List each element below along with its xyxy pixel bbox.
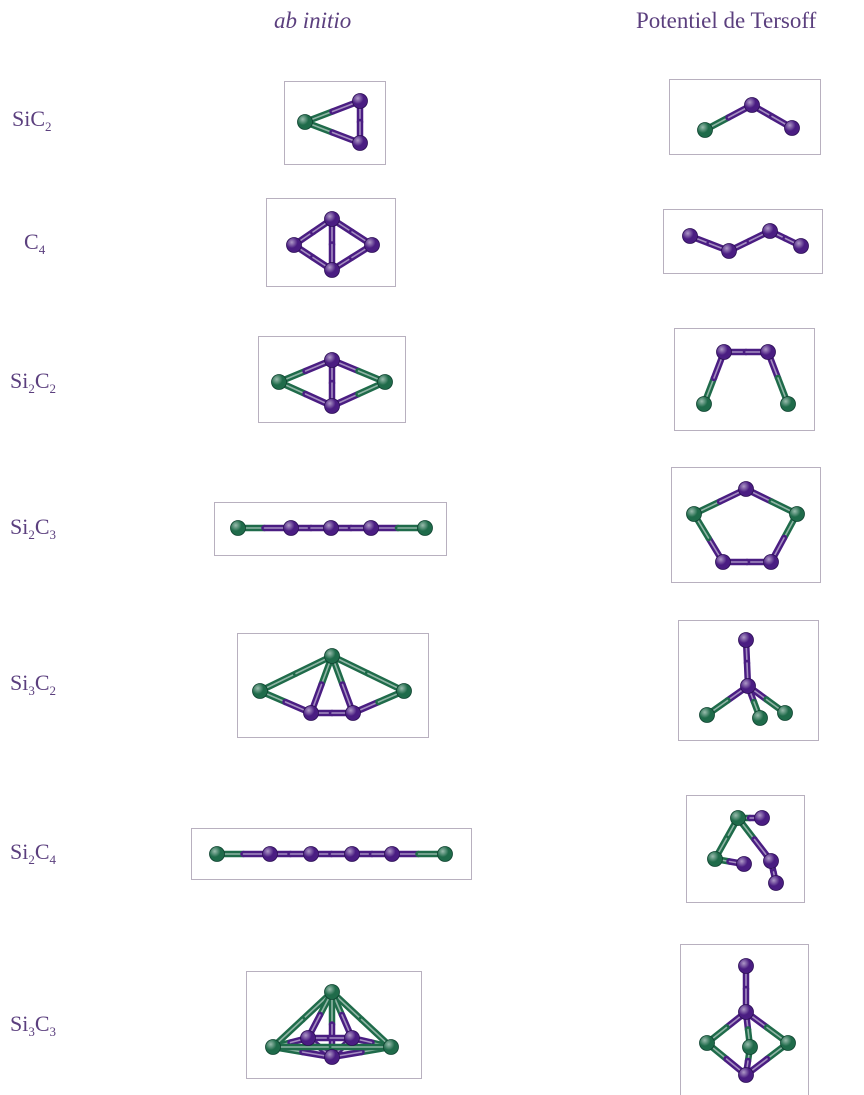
- structure-si3c2-ab-initio: [237, 633, 429, 738]
- silicon-atom: [396, 683, 412, 699]
- carbon-atom: [736, 856, 752, 872]
- carbon-atom: [324, 1049, 340, 1065]
- silicon-atom: [742, 1039, 758, 1055]
- carbon-atom: [363, 520, 379, 536]
- carbon-atom: [344, 1030, 360, 1046]
- tersoff-column-header: Potentiel de Tersoff: [636, 8, 817, 33]
- structure-si2c2-tersoff: [674, 328, 815, 431]
- silicon-atom: [707, 851, 723, 867]
- carbon-atom: [738, 632, 754, 648]
- silicon-atom: [752, 710, 768, 726]
- silicon-atom: [686, 506, 702, 522]
- structure-si3c3-tersoff: [680, 944, 809, 1095]
- carbon-atom: [763, 853, 779, 869]
- silicon-atom: [730, 810, 746, 826]
- carbon-atom: [760, 344, 776, 360]
- silicon-atom: [699, 1035, 715, 1051]
- structure-si2c2-ab-initio: [258, 336, 406, 423]
- carbon-atom: [324, 211, 340, 227]
- carbon-atom: [364, 237, 380, 253]
- silicon-atom: [324, 984, 340, 1000]
- carbon-atom: [793, 238, 809, 254]
- structure-sic2-tersoff: [669, 79, 821, 155]
- carbon-atom: [762, 223, 778, 239]
- carbon-atom: [323, 520, 339, 536]
- structure-si2c4-ab-initio: [191, 828, 472, 880]
- silicon-atom: [324, 648, 340, 664]
- carbon-atom: [738, 958, 754, 974]
- carbon-atom: [286, 237, 302, 253]
- carbon-atom: [768, 875, 784, 891]
- silicon-atom: [697, 122, 713, 138]
- carbon-atom: [754, 810, 770, 826]
- structure-sic2-ab-initio: [284, 81, 386, 165]
- carbon-atom: [738, 1067, 754, 1083]
- carbon-atom: [344, 846, 360, 862]
- carbon-atom: [744, 97, 760, 113]
- structure-si3c3-ab-initio: [246, 971, 422, 1079]
- silicon-atom: [780, 396, 796, 412]
- label-si2c3: Si2C3: [10, 514, 57, 542]
- label-si2c2: Si2C2: [10, 368, 57, 396]
- carbon-atom: [721, 243, 737, 259]
- silicon-atom: [230, 520, 246, 536]
- silicon-atom: [789, 506, 805, 522]
- structure-frame: [674, 328, 815, 431]
- carbon-atom: [352, 135, 368, 151]
- structure-si2c3-tersoff: [671, 467, 821, 583]
- carbon-atom: [740, 678, 756, 694]
- carbon-atom: [715, 554, 731, 570]
- silicon-atom: [252, 683, 268, 699]
- carbon-atom: [300, 1030, 316, 1046]
- carbon-atom: [324, 262, 340, 278]
- label-si2c4: Si2C4: [10, 839, 57, 867]
- silicon-atom: [377, 374, 393, 390]
- structure-si2c3-ab-initio: [214, 502, 447, 556]
- silicon-atom: [265, 1039, 281, 1055]
- carbon-atom: [345, 705, 361, 721]
- carbon-atom: [738, 1004, 754, 1020]
- structure-si2c4-tersoff: [686, 795, 805, 903]
- label-si3c3: Si3C3: [10, 1011, 57, 1039]
- silicon-atom: [696, 396, 712, 412]
- structure-frame: [686, 795, 805, 903]
- carbon-atom: [324, 352, 340, 368]
- label-c4: C4: [24, 229, 46, 257]
- silicon-atom: [383, 1039, 399, 1055]
- carbon-atom: [384, 846, 400, 862]
- silicon-atom: [777, 705, 793, 721]
- label-si3c2: Si3C2: [10, 670, 57, 698]
- carbon-atom: [262, 846, 278, 862]
- carbon-atom: [682, 228, 698, 244]
- ab-initio-column-header: ab initio: [274, 8, 352, 33]
- carbon-atom: [763, 554, 779, 570]
- silicon-atom: [780, 1035, 796, 1051]
- silicon-atom: [699, 707, 715, 723]
- carbon-atom: [352, 93, 368, 109]
- carbon-atom: [303, 846, 319, 862]
- silicon-atom: [437, 846, 453, 862]
- carbon-atom: [303, 705, 319, 721]
- label-sic2: SiC2: [12, 106, 52, 134]
- silicon-atom: [417, 520, 433, 536]
- structure-si3c2-tersoff: [678, 620, 819, 741]
- structure-c4-ab-initio: [266, 198, 396, 287]
- structure-c4-tersoff: [663, 209, 823, 274]
- silicon-atom: [209, 846, 225, 862]
- carbon-atom: [738, 481, 754, 497]
- carbon-atom: [324, 398, 340, 414]
- silicon-atom: [297, 114, 313, 130]
- carbon-atom: [784, 120, 800, 136]
- carbon-atom: [283, 520, 299, 536]
- carbon-atom: [716, 344, 732, 360]
- structure-frame: [669, 79, 821, 155]
- silicon-atom: [271, 374, 287, 390]
